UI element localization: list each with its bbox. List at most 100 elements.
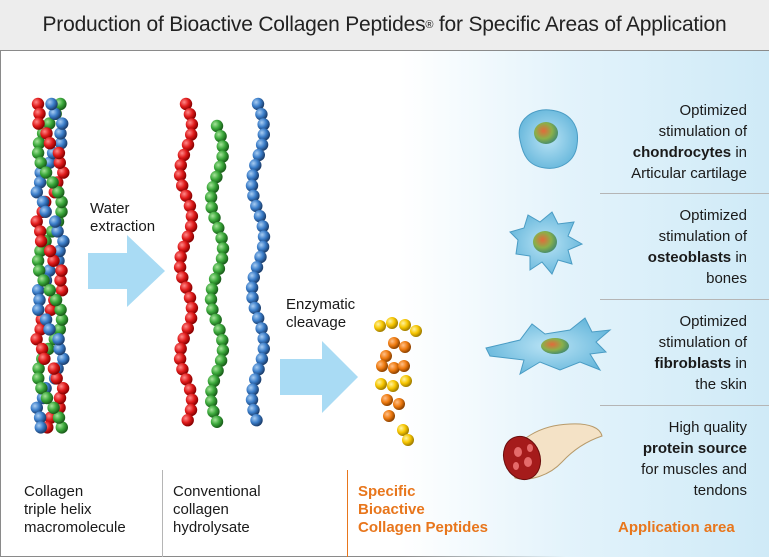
blue-bead bbox=[247, 403, 260, 417]
red-bead bbox=[185, 210, 199, 223]
green-bead bbox=[211, 364, 224, 377]
red-bead bbox=[43, 137, 57, 150]
blue-bead bbox=[48, 107, 61, 121]
application-fibroblasts: Optimized stimulation of fibroblasts in … bbox=[654, 313, 747, 393]
red-bead bbox=[185, 301, 199, 315]
red-bead bbox=[183, 108, 197, 121]
green-bead bbox=[32, 362, 45, 375]
green-bead bbox=[204, 191, 218, 204]
blue-bead bbox=[49, 215, 62, 228]
red-bead bbox=[180, 281, 193, 294]
red-bead bbox=[50, 372, 63, 385]
green-bead bbox=[55, 205, 68, 218]
red-bead bbox=[173, 352, 187, 366]
red-bead bbox=[44, 303, 58, 316]
red-bead bbox=[176, 179, 189, 192]
orange-bead bbox=[393, 398, 405, 410]
app-separator-3 bbox=[600, 405, 769, 406]
blue-bead bbox=[34, 421, 47, 434]
osteoblast-cell-icon bbox=[509, 211, 584, 275]
green-bead bbox=[49, 293, 63, 307]
red-bead bbox=[179, 189, 193, 202]
red-bead bbox=[184, 403, 198, 417]
green-bead bbox=[204, 293, 218, 306]
green-bead bbox=[207, 374, 221, 388]
red-bead bbox=[181, 138, 195, 151]
green-bead bbox=[209, 313, 222, 326]
yellow-bead bbox=[374, 320, 386, 332]
green-bead bbox=[208, 211, 221, 224]
orange-bead bbox=[388, 337, 400, 349]
red-bead bbox=[43, 244, 57, 258]
green-bead bbox=[207, 405, 220, 418]
separator-1 bbox=[162, 470, 163, 557]
blue-bead bbox=[250, 414, 263, 427]
green-bead bbox=[210, 415, 224, 428]
red-bead bbox=[173, 261, 187, 274]
green-bead bbox=[53, 323, 66, 336]
green-bead bbox=[216, 140, 229, 153]
yellow-bead bbox=[387, 380, 399, 392]
separator-2 bbox=[347, 470, 348, 557]
red-bead bbox=[184, 220, 198, 233]
blue-bead bbox=[257, 332, 270, 345]
fibroblast-cell-icon bbox=[485, 317, 612, 376]
red-bead bbox=[184, 312, 198, 325]
chondrocyte-cell-icon bbox=[518, 109, 579, 169]
green-bead bbox=[33, 264, 46, 277]
blue-bead bbox=[255, 138, 269, 151]
blue-bead bbox=[53, 342, 66, 356]
orange-bead bbox=[380, 350, 392, 362]
blue-bead bbox=[56, 117, 69, 130]
green-bead bbox=[31, 146, 45, 160]
green-bead bbox=[205, 395, 218, 408]
collagen-triple-helix bbox=[30, 97, 70, 434]
red-bead bbox=[174, 159, 187, 172]
blue-bead bbox=[246, 291, 259, 304]
green-bead bbox=[215, 232, 228, 245]
red-bead bbox=[57, 166, 70, 179]
red-bead bbox=[185, 128, 198, 141]
red-bead bbox=[180, 373, 193, 386]
blue-bead bbox=[245, 179, 259, 192]
red-bead bbox=[177, 240, 190, 253]
water-extraction-arrow bbox=[88, 235, 165, 307]
red-bead bbox=[35, 342, 49, 356]
application-background bbox=[400, 51, 769, 557]
red-bead bbox=[174, 250, 187, 264]
blue-bead bbox=[254, 250, 267, 264]
green-bead bbox=[216, 150, 229, 163]
blue-bead bbox=[255, 108, 268, 121]
blue-bead bbox=[43, 323, 56, 336]
blue-bead bbox=[246, 169, 259, 182]
green-bead bbox=[212, 221, 225, 235]
yellow-bead bbox=[400, 375, 412, 387]
yellow-bead bbox=[397, 424, 409, 436]
orange-bead bbox=[388, 362, 400, 374]
red-bead bbox=[30, 333, 43, 346]
page-title: Production of Bioactive Collagen Peptide… bbox=[0, 0, 769, 51]
red-bead bbox=[53, 391, 67, 405]
title-part1: Production of Bioactive Collagen Peptide… bbox=[42, 13, 426, 36]
app-separator-2 bbox=[600, 299, 769, 300]
blue-bead bbox=[32, 284, 45, 297]
blue-bead bbox=[57, 235, 70, 248]
registered-mark: ® bbox=[425, 19, 434, 31]
green-bead bbox=[214, 354, 228, 367]
blue-bead bbox=[52, 333, 65, 346]
green-bead bbox=[34, 244, 47, 258]
blue-bead bbox=[33, 411, 47, 424]
blue-bead bbox=[257, 118, 270, 131]
blue-bead bbox=[251, 97, 265, 111]
green-bead bbox=[43, 117, 56, 130]
blue-bead bbox=[252, 148, 265, 162]
red-bead bbox=[32, 117, 45, 130]
red-bead bbox=[30, 215, 43, 228]
blue-bead bbox=[33, 176, 47, 189]
collagen-hydrolysate-strands bbox=[173, 97, 271, 428]
blue-bead bbox=[250, 261, 264, 274]
bioactive-peptides bbox=[374, 317, 422, 446]
yellow-bead bbox=[410, 325, 422, 337]
green-bead bbox=[210, 119, 224, 133]
